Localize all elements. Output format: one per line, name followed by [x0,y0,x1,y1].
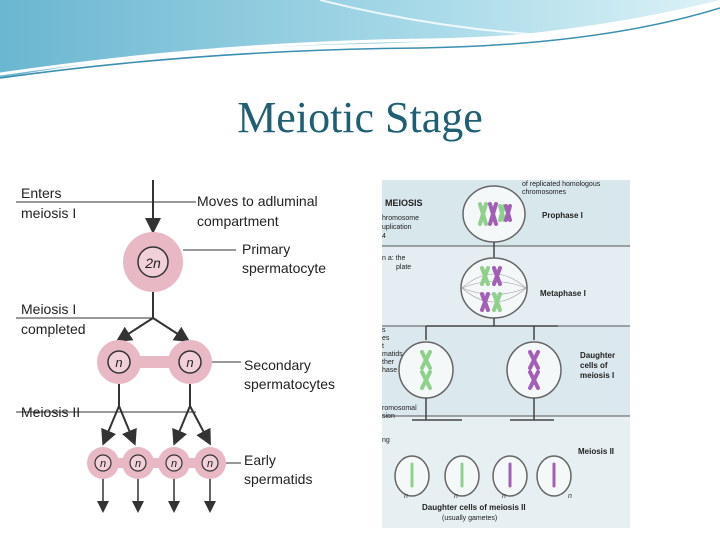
top-note-2: chromosomes [522,189,566,196]
fragment-c: t [382,343,384,350]
split-arrow [115,317,154,343]
fragment-e: ng [382,437,390,444]
haploid-label: n [115,355,122,370]
label-secondary-1: Secondary [244,357,311,373]
label-moves-2: compartment [197,213,279,229]
label-meiosis-completed-2: completed [21,321,86,337]
gamete-n-label: n [454,493,458,500]
label-early-1: Early [244,452,276,468]
stage-daughter-1: Daughter [580,351,615,360]
header-swoosh-banner [0,0,720,79]
fragment-d: sion [382,413,395,420]
spermatid-nucleus [165,454,183,472]
primary-nucleus [137,246,169,278]
daughter-cell [398,341,454,399]
gamete-chromosomes [410,462,556,488]
fragment-c: hase [382,367,397,374]
label-secondary-2: spermatocytes [244,376,335,392]
stage-prophase: Prophase I [542,211,583,220]
meiosis-svg: n n n n MEIOSIS of replicated homologous… [382,180,630,528]
daughter-chromosomes [420,350,540,390]
spermatogenesis-svg: 2n n n n n n n Enters meiosis I [16,180,335,513]
fragment-b: n a: the [382,255,405,262]
slide-title: Meiotic Stage [237,93,483,142]
label-early-2: spermatids [244,471,312,487]
secondary-nucleus [178,350,202,374]
fragment-a: uplication [382,224,412,231]
fragment-c: es [382,335,390,342]
label-moves-1: Moves to adluminal [197,193,318,209]
haploid-label: n [135,458,141,470]
gamete-n-label: n [568,493,572,500]
prophase-chromosomes [478,202,512,226]
label-enters-2: meiosis I [21,205,76,221]
stage-metaphase: Metaphase I [540,289,586,298]
top-note-1: of replicated homologous [522,181,601,188]
label-primary-2: spermatocyte [242,260,326,276]
bottom-caption-2: (usually gametes) [442,515,497,522]
metaphase-chromosomes [480,266,502,312]
fragment-c: s [382,327,386,334]
stage-meiosis-ii: Meiosis II [578,447,614,456]
fragment-a: hromosome [382,215,419,222]
haploid-label: n [171,458,177,470]
haploid-label: n [186,355,193,370]
bottom-caption-1: Daughter cells of meiosis II [422,503,526,512]
label-enters-1: Enters [21,185,61,201]
split-arrow [189,405,211,446]
cell-bridge [101,458,211,468]
haploid-label: n [100,458,106,470]
label-meiosis-completed-1: Meiosis I [21,301,76,317]
fragment-c: matids [382,351,403,358]
fragment-c: ther [382,359,395,366]
daughter-cell [506,341,562,399]
label-primary-1: Primary [242,241,290,257]
secondary-nucleus [107,350,131,374]
gamete-n-label: n [502,493,506,500]
split-arrow [118,405,137,446]
fragment-d: romosomal [382,405,417,412]
meiosis-header: MEIOSIS [385,198,423,208]
spermatid-nucleus [94,454,112,472]
fragment-a: 4 [382,233,386,240]
gamete-n-label: n [404,493,408,500]
spermatid-nucleus [201,454,219,472]
haploid-label: n [207,458,213,470]
label-meiosis-ii: Meiosis II [21,404,80,420]
spermatid-row: n n n n [87,447,226,479]
stage-daughter-3: meiosis I [580,371,614,380]
diploid-label: 2n [144,255,161,271]
split-arrow [152,317,191,343]
spermatogenesis-diagram: 2n n n n n n n Enters meiosis I [16,180,343,513]
split-arrow [101,405,120,446]
fragment-b: plate [396,264,411,271]
spermatid-nucleus [129,454,147,472]
stage-daughter-2: cells of [580,361,608,370]
split-arrow [172,405,191,446]
meiosis-diagram: n n n n MEIOSIS of replicated homologous… [382,180,630,528]
